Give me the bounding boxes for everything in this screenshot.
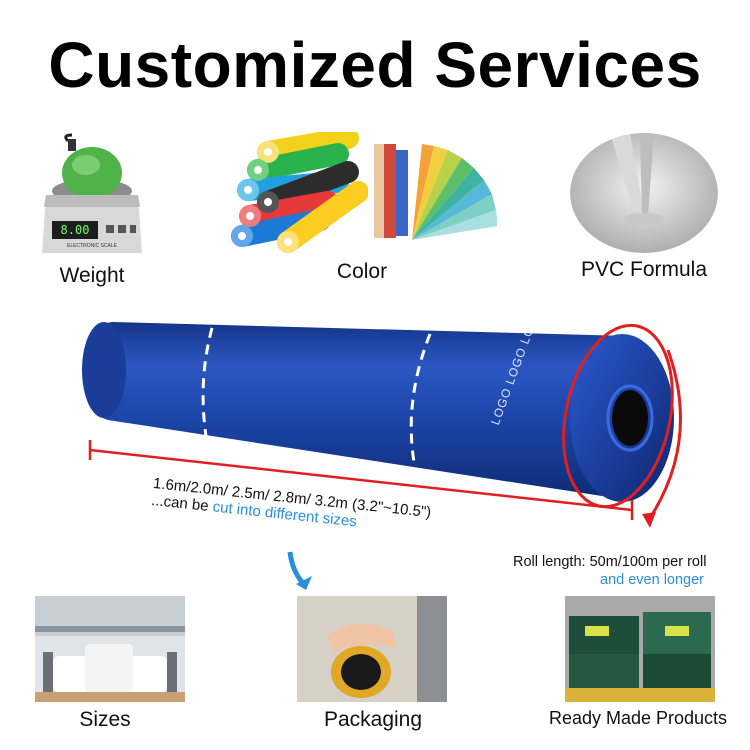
scale-readout: 8.00 (60, 223, 90, 237)
pvc-formula-image (570, 133, 718, 253)
bottom-sizes-label: Sizes (79, 708, 131, 731)
weight-scale-image: 8.00 ELECTRONIC SCALE (42, 133, 142, 258)
ready-products-photo (565, 596, 715, 702)
feature-color-label: Color (336, 260, 388, 283)
feature-weight-label: Weight (59, 264, 125, 287)
sizes-photo (35, 596, 185, 702)
roll-length-label: Roll length: 50m/100m per roll (513, 554, 707, 570)
tarpaulin-roll-diagram: LOGO LOGO LOGO 1.6m/2.0m/ 2.5m/ 2.8m/ 3.… (0, 300, 750, 590)
color-swatch-fan-image (372, 140, 497, 242)
feature-pvc-label: PVC Formula (580, 258, 708, 281)
bottom-ready-label: Ready Made Products (548, 708, 728, 728)
scale-brand-label: ELECTRONIC SCALE (66, 243, 117, 249)
bottom-packaging-label: Packaging (323, 708, 423, 731)
packaging-photo (297, 596, 447, 702)
roll-length-extra: and even longer (600, 572, 704, 588)
color-rolls-image (228, 132, 368, 258)
page-title: Customized Services (48, 29, 702, 101)
